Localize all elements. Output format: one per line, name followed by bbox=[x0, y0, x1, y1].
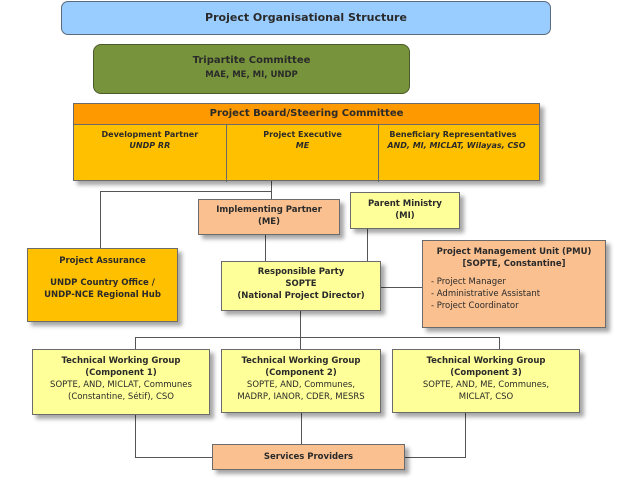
board-column-development-partner: Development Partner UNDP RR bbox=[74, 125, 227, 182]
board-column-project-executive: Project Executive ME bbox=[227, 125, 380, 182]
connector-to-tw3 bbox=[499, 337, 500, 349]
board-role: Development Partner bbox=[101, 130, 199, 139]
working-group-members: SOPTE, AND, MICLAT, Communes bbox=[50, 380, 192, 390]
responsible-party-line1: SOPTE bbox=[285, 279, 317, 289]
connector-tw3-down bbox=[465, 413, 466, 457]
responsible-party-line2: (National Project Director) bbox=[237, 291, 365, 301]
connector-branch-horizontal bbox=[100, 191, 272, 192]
implementing-partner-box: Implementing Partner (ME) bbox=[198, 199, 340, 235]
board-title: Project Board/Steering Committee bbox=[74, 104, 539, 125]
pmu-title: Project Management Unit (PMU) bbox=[436, 247, 592, 257]
working-group-members: SOPTE, AND, Communes, bbox=[246, 380, 356, 390]
working-group-component-1: Technical Working Group (Component 1) SO… bbox=[32, 349, 210, 415]
working-group-component-3: Technical Working Group (Component 3) SO… bbox=[392, 349, 580, 413]
working-group-title: Technical Working Group bbox=[426, 356, 546, 366]
parent-ministry-box: Parent Ministry (MI) bbox=[350, 192, 460, 229]
pmu-staff-list: - Project Manager - Administrative Assis… bbox=[423, 276, 605, 312]
connector-resp-down bbox=[300, 311, 301, 349]
parent-ministry-sub: (MI) bbox=[395, 211, 415, 221]
connector-to-assurance bbox=[100, 191, 101, 248]
working-group-members: MADRP, IANOR, CDER, MESRS bbox=[237, 392, 365, 402]
responsible-party-box: Responsible Party SOPTE (National Projec… bbox=[221, 261, 381, 311]
working-group-members: (Constantine, Sétif), CSO bbox=[68, 392, 174, 402]
connector-tw1-down bbox=[135, 415, 136, 457]
working-group-component: (Component 2) bbox=[265, 368, 337, 378]
implementing-partner-sub: (ME) bbox=[257, 217, 281, 227]
pmu-staff-item: - Administrative Assistant bbox=[431, 289, 541, 299]
assurance-line2: UNDP-NCE Regional Hub bbox=[44, 290, 161, 300]
services-providers-box: Services Providers bbox=[212, 444, 405, 470]
connector-board-down bbox=[271, 181, 272, 199]
working-group-title: Technical Working Group bbox=[241, 356, 361, 366]
implementing-partner-title: Implementing Partner bbox=[216, 205, 322, 215]
working-group-component-2: Technical Working Group (Component 2) SO… bbox=[221, 349, 381, 413]
board-members: AND, MI, MICLAT, Wilayas, CSO bbox=[387, 141, 526, 150]
working-group-component: (Component 1) bbox=[85, 368, 157, 378]
board-role: Project Executive bbox=[263, 130, 342, 139]
pmu-sub: [SOPTE, Constantine] bbox=[462, 259, 566, 269]
board-column-beneficiary-representatives: Beneficiary Representatives AND, MI, MIC… bbox=[379, 125, 539, 182]
tripartite-members: MAE, ME, MI, UNDP bbox=[205, 70, 298, 80]
connector-services-right bbox=[405, 457, 466, 458]
connector-services-left bbox=[135, 457, 212, 458]
working-group-members: MICLAT, CSO bbox=[458, 392, 514, 402]
board-members: ME bbox=[295, 141, 310, 150]
connector-impl-to-resp bbox=[265, 235, 266, 261]
project-board-box: Project Board/Steering Committee Develop… bbox=[73, 103, 540, 182]
connector-resp-to-pmu bbox=[381, 287, 422, 288]
working-group-title: Technical Working Group bbox=[61, 356, 181, 366]
diagram-title-text: Project Organisational Structure bbox=[205, 11, 407, 24]
connector-to-tw1 bbox=[135, 337, 136, 349]
pmu-staff-item: - Project Manager bbox=[431, 277, 506, 287]
project-assurance-box: Project Assurance UNDP Country Office / … bbox=[27, 248, 178, 322]
working-group-members: SOPTE, AND, ME, Communes, bbox=[422, 380, 550, 390]
connector-parent-to-resp bbox=[367, 229, 368, 261]
board-role: Beneficiary Representatives bbox=[389, 130, 517, 139]
diagram-title: Project Organisational Structure bbox=[61, 1, 551, 35]
responsible-party-title: Responsible Party bbox=[257, 267, 345, 277]
parent-ministry-title: Parent Ministry bbox=[368, 199, 442, 209]
board-members: UNDP RR bbox=[129, 141, 171, 150]
services-providers-title: Services Providers bbox=[263, 452, 354, 462]
connector-tw2-down bbox=[301, 413, 302, 444]
tripartite-committee-box: Tripartite Committee MAE, ME, MI, UNDP bbox=[93, 44, 410, 94]
connector-tw-horizontal bbox=[135, 337, 500, 338]
pmu-staff-item: - Project Coordinator bbox=[431, 301, 519, 311]
pmu-box: Project Management Unit (PMU) [SOPTE, Co… bbox=[422, 240, 606, 328]
tripartite-title: Tripartite Committee bbox=[192, 55, 311, 66]
working-group-component: (Component 3) bbox=[450, 368, 522, 378]
assurance-line1: UNDP Country Office / bbox=[50, 278, 155, 288]
assurance-title: Project Assurance bbox=[59, 256, 146, 266]
